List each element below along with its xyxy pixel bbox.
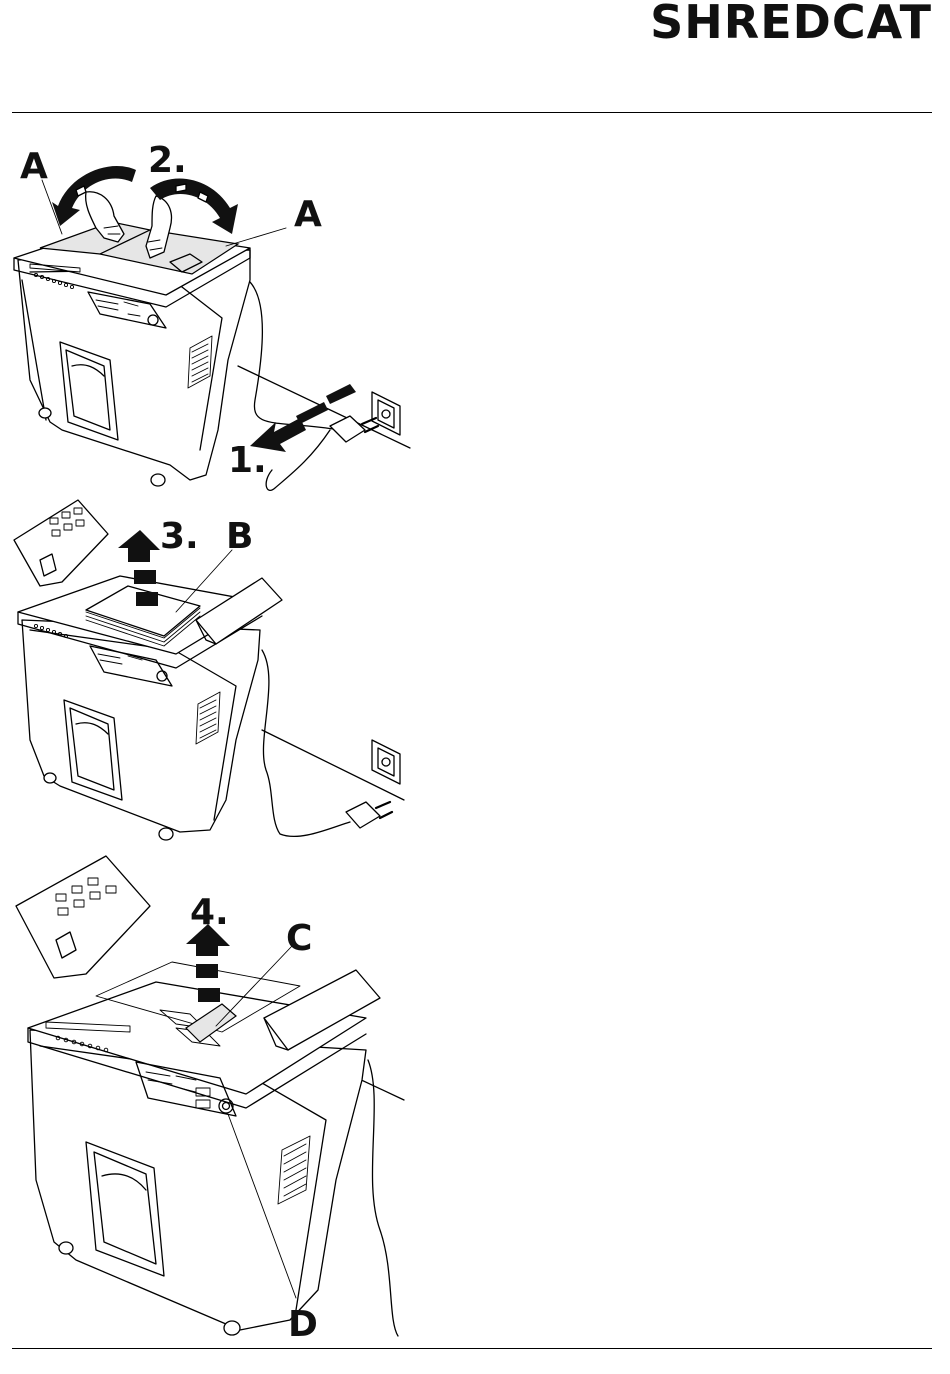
plug-icon — [330, 416, 378, 442]
figure-2-remove-paper-stack: 3. B — [0, 490, 420, 850]
header-divider — [12, 112, 932, 113]
step-1-label: 1. — [228, 440, 267, 481]
callout-b: B — [226, 516, 253, 557]
footer-divider — [12, 1348, 932, 1349]
figure-1-unplug-open-lids: A 2. A 1. — [0, 130, 420, 500]
step-2-label: 2. — [148, 140, 187, 181]
callout-a-left: A — [20, 146, 48, 187]
plug-icon — [346, 802, 392, 828]
socket-icon — [372, 740, 400, 784]
figure-3-remove-staple-cover: 4. C D — [0, 850, 420, 1345]
callout-c: C — [286, 918, 312, 959]
step-4-label: 4. — [190, 892, 229, 933]
brand-logo: SHREDCAT — [650, 2, 932, 42]
socket-icon — [372, 392, 400, 435]
step-3-label: 3. — [160, 516, 199, 557]
callout-a-right: A — [294, 194, 322, 235]
callout-d: D — [288, 1304, 318, 1345]
